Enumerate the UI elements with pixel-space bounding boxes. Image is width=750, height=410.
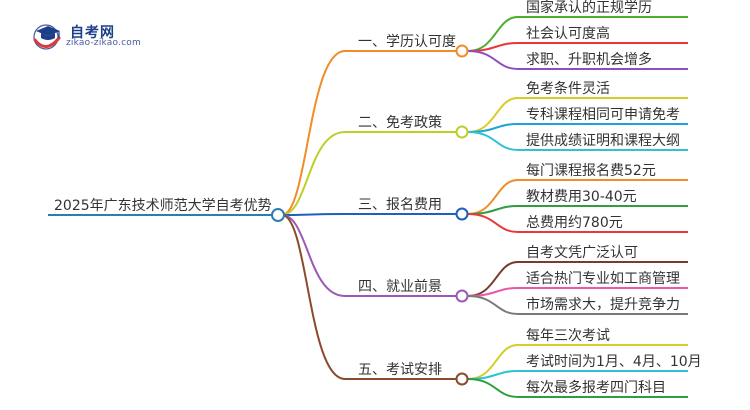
leaf-topic: 总费用约780元 <box>526 215 623 231</box>
branch-topic: 二、免考政策 <box>358 115 442 131</box>
branch-topic: 三、报名费用 <box>358 197 442 213</box>
branch-connector <box>281 131 346 216</box>
leaf-topic: 市场需求大，提升竞争力 <box>526 297 680 313</box>
leaf-topic: 国家承认的正规学历 <box>526 0 652 16</box>
leaf-topic: 提供成绩证明和课程大纲 <box>526 133 680 149</box>
root-topic: 2025年广东技术师范大学自考优势 <box>54 198 272 214</box>
leaf-topic: 专科课程相同可申请免考 <box>526 107 680 123</box>
leaf-topic: 免考条件灵活 <box>526 81 610 97</box>
branch-topic: 五、考试安排 <box>358 362 442 378</box>
branch-node[interactable] <box>455 372 469 386</box>
leaf-topic: 每年三次考试 <box>526 328 610 344</box>
leaf-connector <box>467 50 519 70</box>
leaf-topic: 自考文凭广泛认可 <box>526 245 638 261</box>
leaf-connector <box>467 179 519 215</box>
leaf-topic: 每次最多报考四门科目 <box>526 380 666 396</box>
branch-topic: 四、就业前景 <box>358 279 442 295</box>
leaf-connector <box>467 131 519 151</box>
leaf-connector <box>467 378 519 398</box>
branch-node[interactable] <box>455 44 469 58</box>
leaf-topic: 求职、升职机会增多 <box>526 52 652 68</box>
branch-connector <box>281 214 346 380</box>
leaf-connector <box>467 16 519 52</box>
leaf-connector <box>467 123 519 133</box>
leaf-topic: 社会认可度高 <box>526 26 610 42</box>
branch-connector <box>281 50 346 216</box>
mortarboard-logo-icon <box>33 24 61 50</box>
root-node[interactable] <box>271 208 285 222</box>
branch-connector <box>281 214 346 297</box>
leaf-connector <box>467 213 519 233</box>
leaf-connector <box>467 295 519 315</box>
leaf-topic: 适合热门专业如工商管理 <box>526 271 680 287</box>
logo-url: zikao-zikao.com <box>66 38 141 48</box>
leaf-topic: 每门课程报名费52元 <box>526 163 656 179</box>
leaf-connector <box>467 205 519 215</box>
leaf-topic: 教材费用30-40元 <box>526 189 637 205</box>
logo-title: 自考网 <box>70 25 115 41</box>
leaf-connector <box>467 261 519 297</box>
branch-node[interactable] <box>455 207 469 221</box>
leaf-topic: 考试时间为1月、4月、10月 <box>526 354 702 370</box>
leaf-connector <box>467 42 519 52</box>
site-logo[interactable]: 自考网 zikao-zikao.com <box>30 20 141 52</box>
branch-node[interactable] <box>455 289 469 303</box>
branch-node[interactable] <box>455 125 469 139</box>
leaf-connector <box>467 287 519 297</box>
branch-topic: 一、学历认可度 <box>358 34 456 50</box>
branch-connector <box>281 213 346 216</box>
leaf-connector <box>467 97 519 133</box>
leaf-connector <box>467 344 519 380</box>
leaf-connector <box>467 370 519 380</box>
